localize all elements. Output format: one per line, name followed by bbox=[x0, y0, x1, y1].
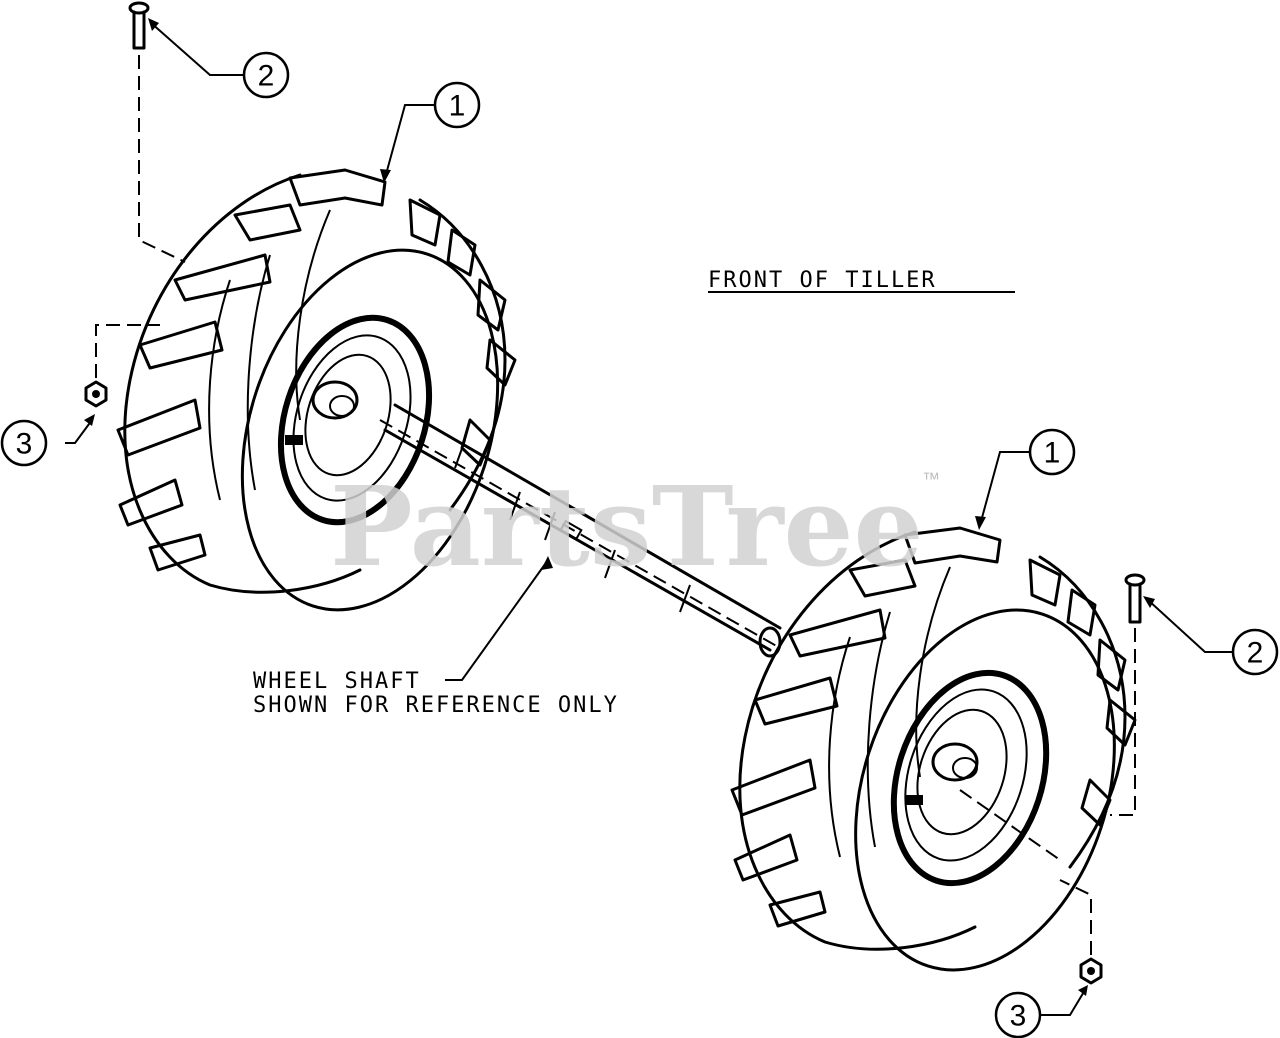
svg-text:1: 1 bbox=[449, 90, 466, 123]
svg-text:3: 3 bbox=[16, 428, 33, 461]
watermark-tm: ™ bbox=[922, 469, 940, 489]
right-hub-ring bbox=[890, 669, 1050, 887]
watermark: PartsTree bbox=[330, 462, 924, 591]
right-wheel bbox=[730, 526, 1137, 972]
callout-left-wheel: 1 bbox=[433, 81, 481, 129]
right-bolt bbox=[1124, 573, 1146, 624]
left-rim-disc bbox=[240, 248, 500, 612]
callout-right-wheel: 1 bbox=[1028, 428, 1076, 476]
right-nut bbox=[1079, 957, 1103, 985]
left-bolt bbox=[128, 1, 150, 50]
left-hub-ring bbox=[277, 314, 433, 526]
diagram-title: FRONT OF TILLER bbox=[708, 268, 937, 293]
left-bolt-leader bbox=[138, 55, 186, 263]
svg-text:2: 2 bbox=[258, 60, 275, 93]
right-rim-disc bbox=[854, 608, 1116, 972]
callout-left-nut: 3 bbox=[0, 419, 48, 467]
svg-text:1: 1 bbox=[1044, 437, 1061, 470]
callout-right-nut: 3 bbox=[994, 991, 1042, 1038]
left-wheel bbox=[116, 168, 517, 612]
wheel-shaft bbox=[379, 403, 782, 681]
svg-text:3: 3 bbox=[1010, 1000, 1027, 1033]
left-nut-leader bbox=[95, 324, 160, 378]
callout-left-bolt: 2 bbox=[242, 51, 290, 99]
left-nut bbox=[84, 380, 108, 408]
callout-right-bolt: 2 bbox=[1231, 628, 1279, 676]
left-tire-tread bbox=[116, 168, 517, 594]
shaft-label-line1: WHEEL SHAFT bbox=[253, 669, 421, 694]
right-nut-leader bbox=[1059, 879, 1092, 955]
shaft-label-line2: SHOWN FOR REFERENCE ONLY bbox=[253, 693, 619, 718]
right-hub bbox=[931, 742, 979, 782]
left-hub bbox=[311, 380, 359, 420]
svg-text:2: 2 bbox=[1247, 637, 1264, 670]
right-tire-tread bbox=[730, 526, 1137, 951]
